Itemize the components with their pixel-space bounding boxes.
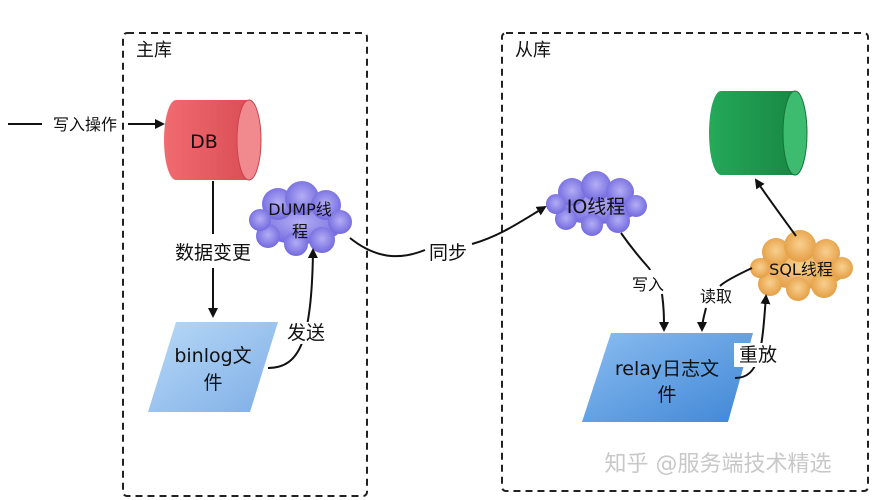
edge-send: 发送 (267, 248, 327, 369)
edge-sync-label: 同步 (429, 242, 467, 264)
edge-data-change: 数据变更 (175, 181, 251, 318)
edge-sync: 同步 (349, 205, 547, 264)
binlog-file-label-line2: 件 (203, 372, 222, 394)
sql-thread-cloud: SQL线程 (750, 230, 853, 301)
relay-log-label-line2: 件 (657, 384, 676, 406)
sql-thread-label: SQL线程 (769, 260, 833, 279)
slave-region-title: 从库 (515, 40, 551, 61)
master-region: 主库 (122, 32, 368, 497)
master-db: DB (164, 99, 262, 181)
io-thread-cloud: IO线程 (546, 171, 647, 236)
dump-thread-cloud: DUMP线 程 (249, 181, 352, 256)
dump-thread-label-line1: DUMP线 (268, 200, 332, 219)
edge-write-op: 写入操作 (8, 115, 165, 134)
edge-write-in: 写入 (620, 232, 669, 332)
edge-write-op-label: 写入操作 (53, 115, 117, 134)
edge-read: 读取 (697, 267, 753, 332)
edge-apply (754, 178, 797, 237)
master-db-label: DB (190, 131, 218, 153)
watermark: 知乎 @服务端技术精选 (605, 452, 832, 477)
edge-replay-label: 重放 (739, 344, 777, 366)
binlog-file: binlog文 件 (148, 322, 278, 412)
edge-data-change-label: 数据变更 (175, 242, 251, 264)
edge-send-label: 发送 (287, 322, 325, 344)
io-thread-label: IO线程 (567, 196, 626, 218)
relay-log-label-line1: relay日志文 (615, 358, 719, 380)
binlog-file-label-line1: binlog文 (174, 345, 251, 367)
relay-log-file: relay日志文 件 (582, 333, 753, 422)
slave-db (709, 90, 808, 176)
master-region-title: 主库 (136, 40, 172, 61)
edge-write-in-label: 写入 (632, 275, 664, 294)
edge-read-label: 读取 (700, 287, 732, 306)
dump-thread-label-line2: 程 (292, 222, 308, 241)
slave-region: 从库 (501, 32, 869, 492)
edge-replay: 重放 (734, 294, 782, 379)
